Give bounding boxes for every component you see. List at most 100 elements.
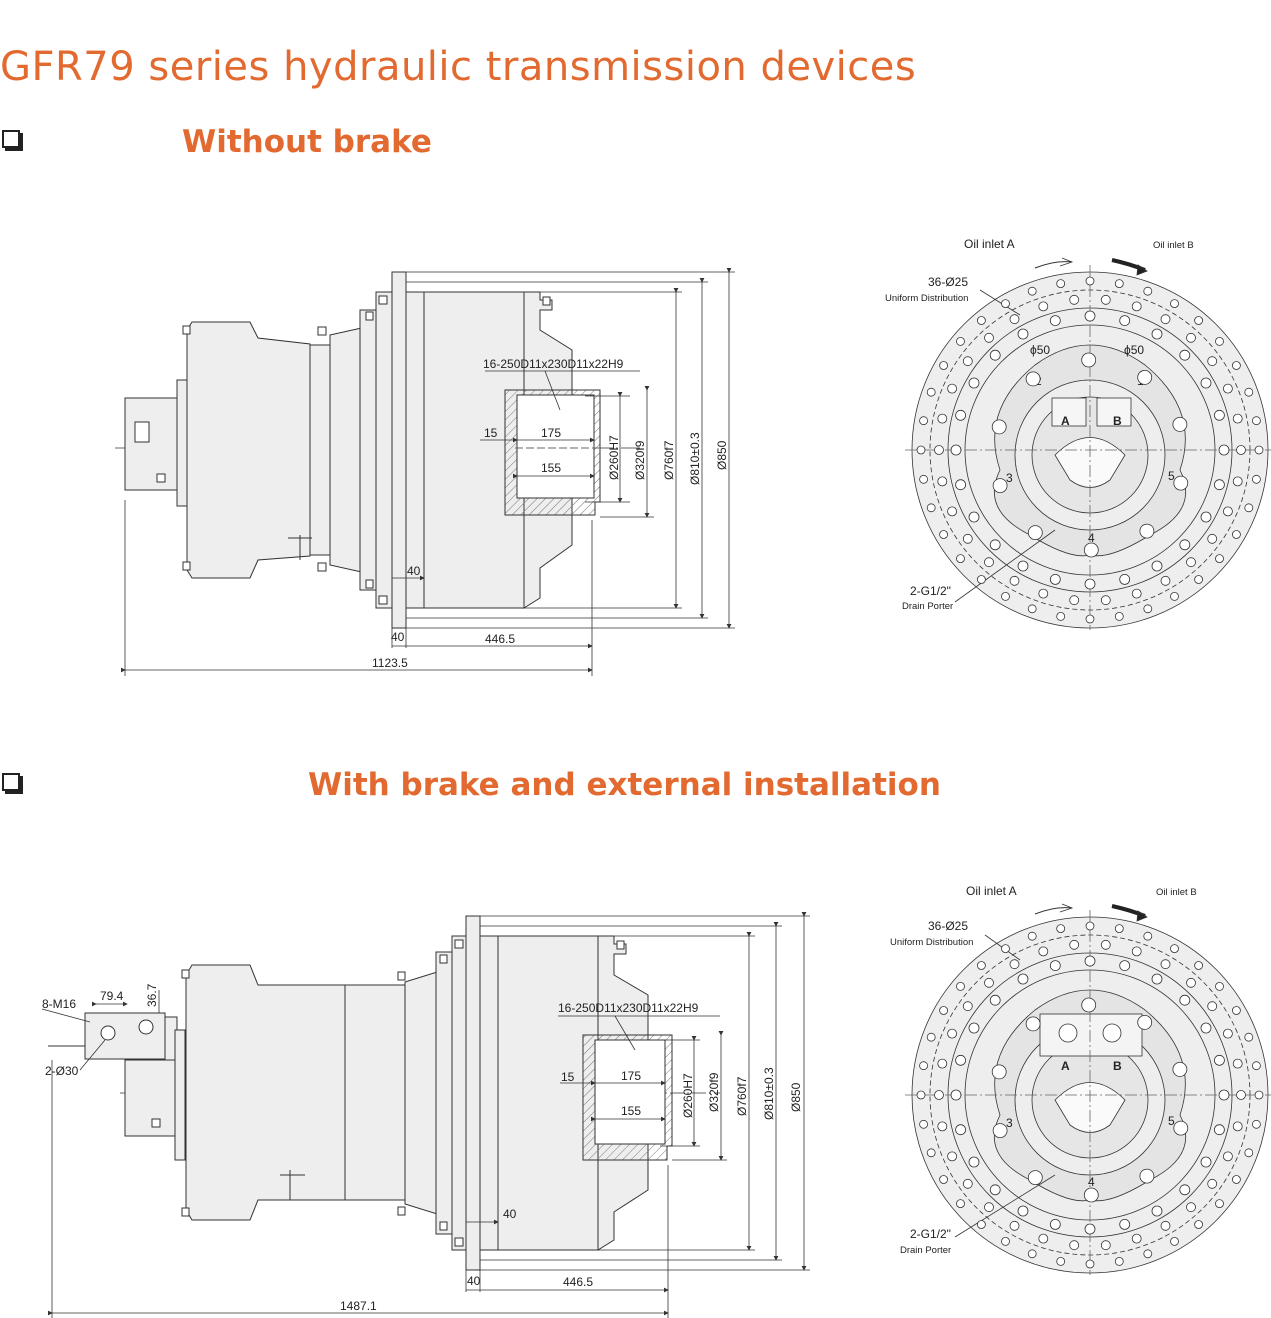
bolt-hole — [1200, 1156, 1212, 1168]
svg-text:40: 40 — [407, 564, 421, 578]
svg-text:Ø850: Ø850 — [715, 440, 729, 470]
svg-text:Oil inlet A: Oil inlet A — [964, 237, 1015, 251]
bolt-hole — [1084, 1223, 1096, 1235]
mount-hole — [1027, 1170, 1043, 1185]
svg-text:Ø810±0.3: Ø810±0.3 — [688, 432, 702, 485]
bolt-hole — [956, 1199, 965, 1208]
svg-text:Drain Porter: Drain Porter — [902, 601, 953, 612]
svg-text:A: A — [1061, 1059, 1070, 1073]
bolt-hole — [977, 1220, 986, 1229]
bolt-hole — [1114, 924, 1124, 933]
bolt-hole — [1056, 612, 1066, 621]
svg-text:Ø850: Ø850 — [789, 1082, 803, 1112]
bolt-hole — [1151, 560, 1163, 572]
bolt-hole — [1218, 444, 1230, 456]
svg-text:Oil inlet A: Oil inlet A — [966, 884, 1017, 898]
bolt-hole — [1017, 1205, 1029, 1217]
bolt-hole — [1186, 332, 1196, 343]
bolt-hole — [939, 530, 948, 539]
svg-text:1487.1: 1487.1 — [340, 1299, 377, 1313]
svg-text:Ø260H7: Ø260H7 — [607, 435, 621, 480]
bolt-hole — [937, 1058, 948, 1069]
bolt-hole — [1009, 959, 1020, 970]
bolt-hole — [1232, 413, 1243, 424]
bolt-hole — [1186, 557, 1196, 568]
bolt-hole — [1215, 982, 1224, 991]
front-view-without-brake — [905, 257, 1271, 630]
bolt-hole — [962, 1001, 973, 1012]
bolt-hole — [1254, 1090, 1264, 1100]
bolt-hole — [1001, 1237, 1010, 1246]
bolt-hole — [919, 1119, 928, 1129]
checkbox-icon — [2, 773, 20, 791]
bolt-hole — [1207, 1001, 1218, 1012]
bolt-hole — [1069, 939, 1080, 950]
svg-text:446.5: 446.5 — [563, 1275, 593, 1289]
mount-hole — [1083, 542, 1099, 558]
bolt-hole — [1214, 1054, 1225, 1066]
bolt-hole — [1069, 294, 1080, 305]
bolt-hole — [1244, 1148, 1254, 1158]
bolt-hole — [955, 1054, 966, 1066]
svg-text:4: 4 — [1088, 1175, 1095, 1189]
svg-text:B: B — [1113, 414, 1122, 428]
bolt-hole — [1232, 1058, 1243, 1069]
bolt-hole — [955, 409, 966, 421]
bolt-hole — [1143, 604, 1153, 614]
bolt-hole — [1223, 1028, 1233, 1039]
bolt-hole — [1179, 1184, 1191, 1196]
bolt-hole — [926, 503, 936, 513]
mount-hole — [992, 478, 1008, 494]
bolt-hole — [950, 1089, 962, 1101]
bolt-hole — [1049, 960, 1061, 971]
bolt-hole — [1232, 476, 1243, 487]
svg-text:175: 175 — [621, 1069, 641, 1083]
bolt-hole — [1049, 1219, 1061, 1230]
bolt-hole — [989, 349, 1001, 361]
svg-text:A: A — [1061, 414, 1070, 428]
bolt-hole — [939, 1175, 948, 1184]
bolt-hole — [1214, 409, 1225, 421]
mount-hole — [1137, 369, 1153, 385]
bolt-hole — [1100, 294, 1111, 305]
bolt-hole — [1119, 315, 1131, 327]
section-label: With brake and external installation — [308, 767, 941, 803]
page-title: GFR79 series hydraulic transmission devi… — [0, 44, 917, 90]
bolt-hole — [919, 416, 928, 426]
section-header-with-brake: With brake and external installation — [0, 767, 1271, 803]
svg-text:ϕ50: ϕ50 — [1030, 343, 1050, 357]
bolt-hole — [1114, 279, 1124, 289]
bolt-hole — [1214, 1124, 1225, 1136]
svg-text:16-250D11x230D11x22H9: 16-250D11x230D11x22H9 — [558, 1001, 699, 1015]
svg-text:5: 5 — [1168, 469, 1175, 483]
bolt-hole — [1186, 977, 1196, 988]
bolt-hole — [1215, 554, 1224, 563]
bolt-hole — [1151, 328, 1163, 340]
bolt-hole — [1232, 530, 1241, 539]
svg-text:B: B — [1113, 1059, 1122, 1073]
bolt-hole — [956, 982, 965, 991]
bolt-hole — [1009, 314, 1020, 325]
dimension-labels-side-2: 16-250D11x230D11x22H9 15 175 155 40 40 4… — [42, 983, 803, 1313]
svg-text:40: 40 — [391, 630, 405, 644]
bolt-hole — [1038, 301, 1049, 312]
bolt-hole — [989, 539, 1001, 551]
bolt-hole — [1214, 479, 1225, 491]
bolt-hole — [1084, 955, 1096, 967]
bolt-hole — [937, 413, 948, 424]
bolt-hole — [1194, 575, 1203, 584]
bolt-hole — [1218, 1089, 1230, 1101]
svg-text:3: 3 — [1006, 1116, 1013, 1130]
bolt-hole — [955, 1124, 966, 1136]
bolt-hole — [962, 356, 973, 367]
bolt-hole — [947, 506, 957, 517]
svg-text:15: 15 — [484, 426, 498, 440]
bolt-hole — [1194, 316, 1203, 325]
bolt-hole — [1001, 592, 1010, 601]
svg-text:40: 40 — [467, 1274, 481, 1288]
bolt-hole — [1049, 574, 1061, 585]
bolt-hole — [1160, 1220, 1171, 1231]
bolt-hole — [1160, 959, 1171, 970]
bolt-hole — [1009, 575, 1020, 586]
svg-text:175: 175 — [541, 426, 561, 440]
